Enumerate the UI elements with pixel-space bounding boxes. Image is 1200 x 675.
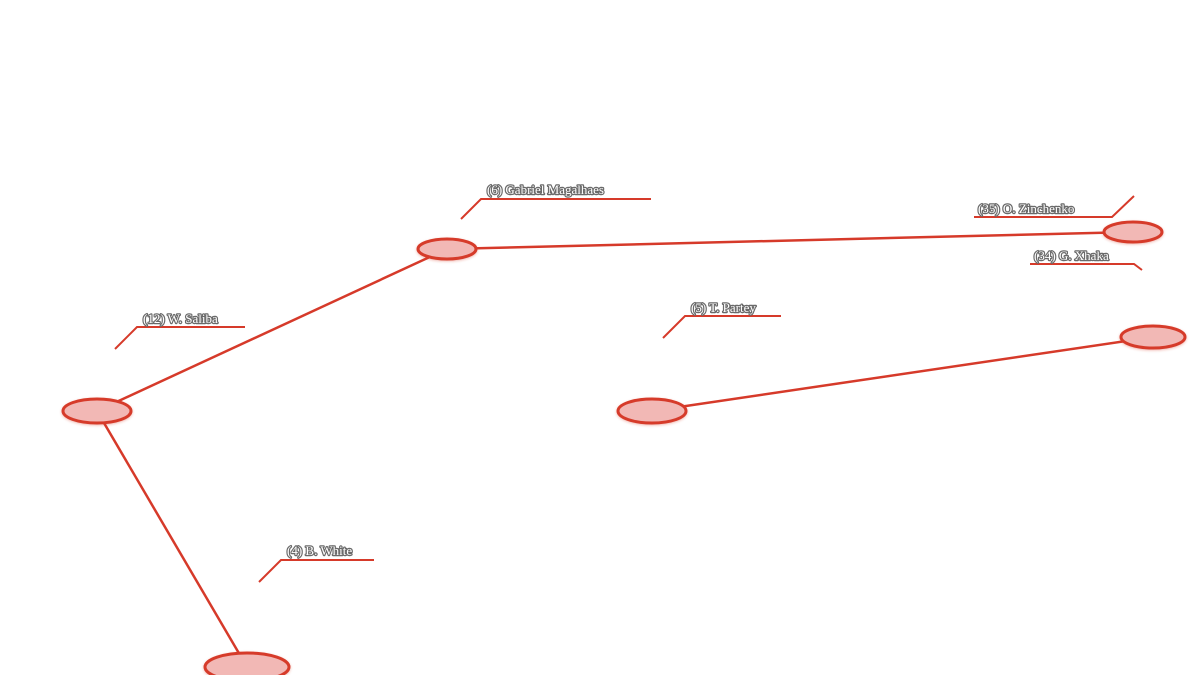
- links-layer: [95, 230, 1154, 668]
- player-label-partey: (5) T. Partey: [691, 300, 756, 315]
- link-saliba-white: [95, 410, 249, 668]
- player-label-magalhaes: (6) Gabriel Magalhaes: [487, 182, 604, 197]
- player-label-white: (4) B. White: [287, 543, 352, 558]
- player-node-zinchenko[interactable]: [1102, 220, 1164, 244]
- label-leader-xhaka: [1030, 263, 1143, 271]
- player-node-partey[interactable]: [616, 397, 688, 425]
- link-saliba-magalhaes: [96, 247, 448, 413]
- label-leader-zinchenko: [974, 195, 1135, 218]
- player-node-saliba[interactable]: [61, 397, 133, 425]
- label-leader-saliba: [114, 326, 245, 350]
- label-leader-magalhaes: [460, 198, 651, 220]
- player-label-zinchenko: (35) O. Zinchenko: [978, 201, 1074, 216]
- link-magalhaes-zinchenko: [446, 230, 1134, 251]
- leaders-layer: [114, 195, 1143, 583]
- link-partey-xhaka: [651, 335, 1154, 413]
- player-node-white[interactable]: [203, 651, 291, 675]
- nodes-layer: [61, 220, 1187, 675]
- labels-layer: (6) Gabriel Magalhaes (35) O. Zinchenko …: [142, 181, 1110, 559]
- label-leader-white: [258, 559, 374, 583]
- label-leader-partey: [662, 315, 781, 339]
- player-label-saliba: (12) W. Saliba: [143, 311, 218, 326]
- player-label-xhaka: (34) G. Xhaka: [1034, 248, 1109, 263]
- player-node-magalhaes[interactable]: [416, 237, 478, 261]
- player-node-xhaka[interactable]: [1119, 324, 1187, 350]
